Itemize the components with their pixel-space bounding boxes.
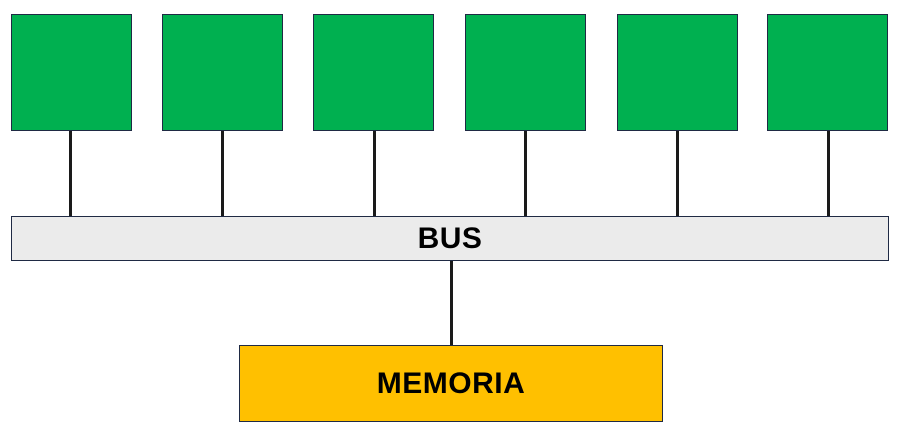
connector-processor-5-bus — [676, 131, 679, 217]
processor-5 — [617, 14, 738, 131]
connector-processor-3-bus — [373, 131, 376, 217]
processor-2 — [162, 14, 283, 131]
memory-block: MEMORIA — [239, 345, 663, 422]
bus-label: BUS — [417, 221, 483, 255]
memory-label: MEMORIA — [376, 366, 526, 400]
connector-processor-6-bus — [827, 131, 830, 217]
connector-processor-4-bus — [524, 131, 527, 217]
processor-6 — [767, 14, 888, 131]
processor-3 — [313, 14, 434, 131]
processor-1 — [11, 14, 132, 131]
connector-processor-2-bus — [221, 131, 224, 217]
connector-bus-memory — [450, 260, 453, 346]
processor-4 — [465, 14, 586, 131]
connector-processor-1-bus — [69, 131, 72, 217]
bus-block: BUS — [11, 216, 889, 261]
